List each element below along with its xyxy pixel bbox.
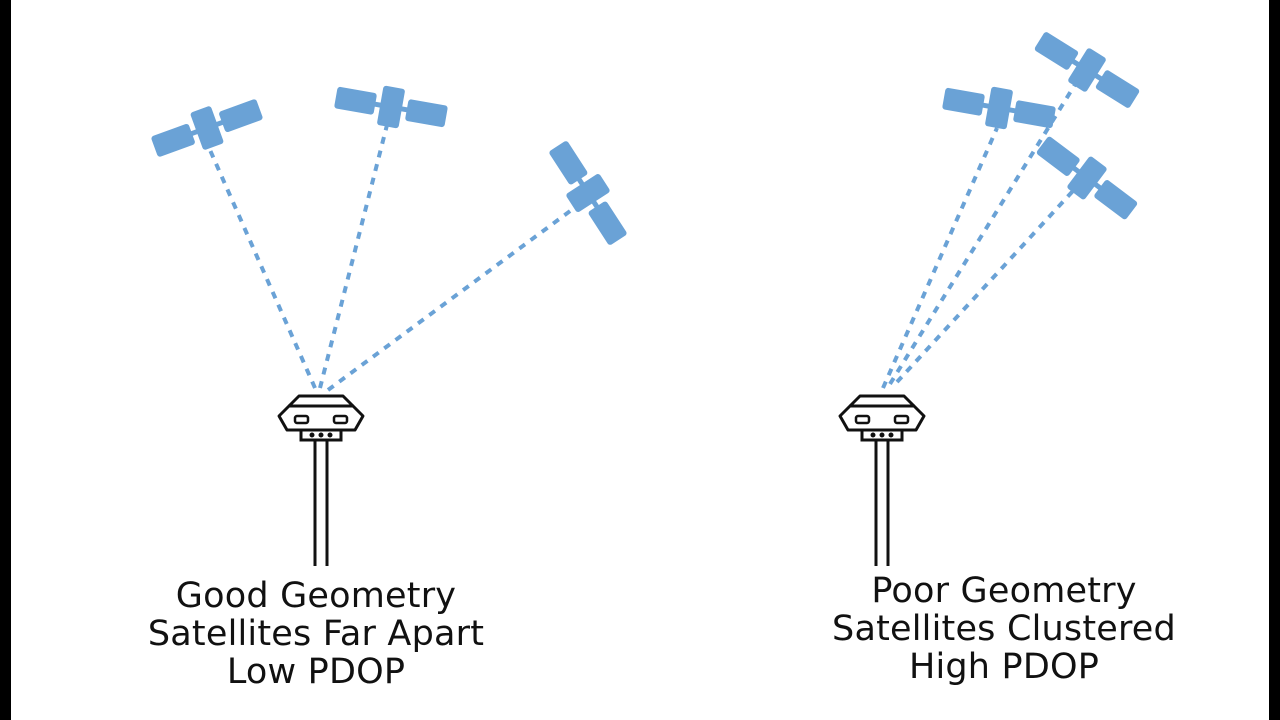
satellite-icon bbox=[332, 77, 450, 137]
satellite-icon bbox=[540, 135, 636, 251]
panel-poor-geometry bbox=[838, 23, 1146, 568]
signal-line bbox=[881, 127, 999, 389]
caption-line: Low PDOP bbox=[226, 652, 406, 692]
signal-line bbox=[895, 178, 1085, 384]
satellite-icon bbox=[147, 90, 267, 166]
caption-good-geometry: Good Geometry Satellites Far Apart Low P… bbox=[131, 577, 501, 691]
signal-lines bbox=[208, 124, 587, 392]
caption-line: Satellites Far Apart bbox=[147, 614, 485, 654]
gps-receiver-icon bbox=[277, 394, 365, 568]
satellite-icon bbox=[940, 78, 1058, 138]
caption-line: Good Geometry bbox=[175, 576, 457, 616]
signal-lines bbox=[881, 68, 1086, 389]
caption-line: High PDOP bbox=[908, 647, 1100, 687]
satellite-icon bbox=[1028, 23, 1146, 117]
signal-line bbox=[326, 198, 587, 392]
caption-poor-geometry: Poor Geometry Satellites Clustered High … bbox=[819, 572, 1189, 686]
caption-line: Poor Geometry bbox=[871, 571, 1137, 611]
satellite-icon bbox=[1030, 128, 1144, 228]
signal-line bbox=[888, 68, 1086, 386]
caption-line: Satellites Clustered bbox=[832, 609, 1176, 649]
signal-line bbox=[208, 149, 317, 389]
gps-receiver-icon bbox=[838, 394, 926, 568]
diagram-canvas: Good Geometry Satellites Far Apart Low P… bbox=[11, 0, 1269, 720]
signal-line bbox=[318, 124, 389, 389]
pdop-geometry-diagram bbox=[147, 23, 1146, 568]
panel-good-geometry bbox=[147, 77, 636, 568]
